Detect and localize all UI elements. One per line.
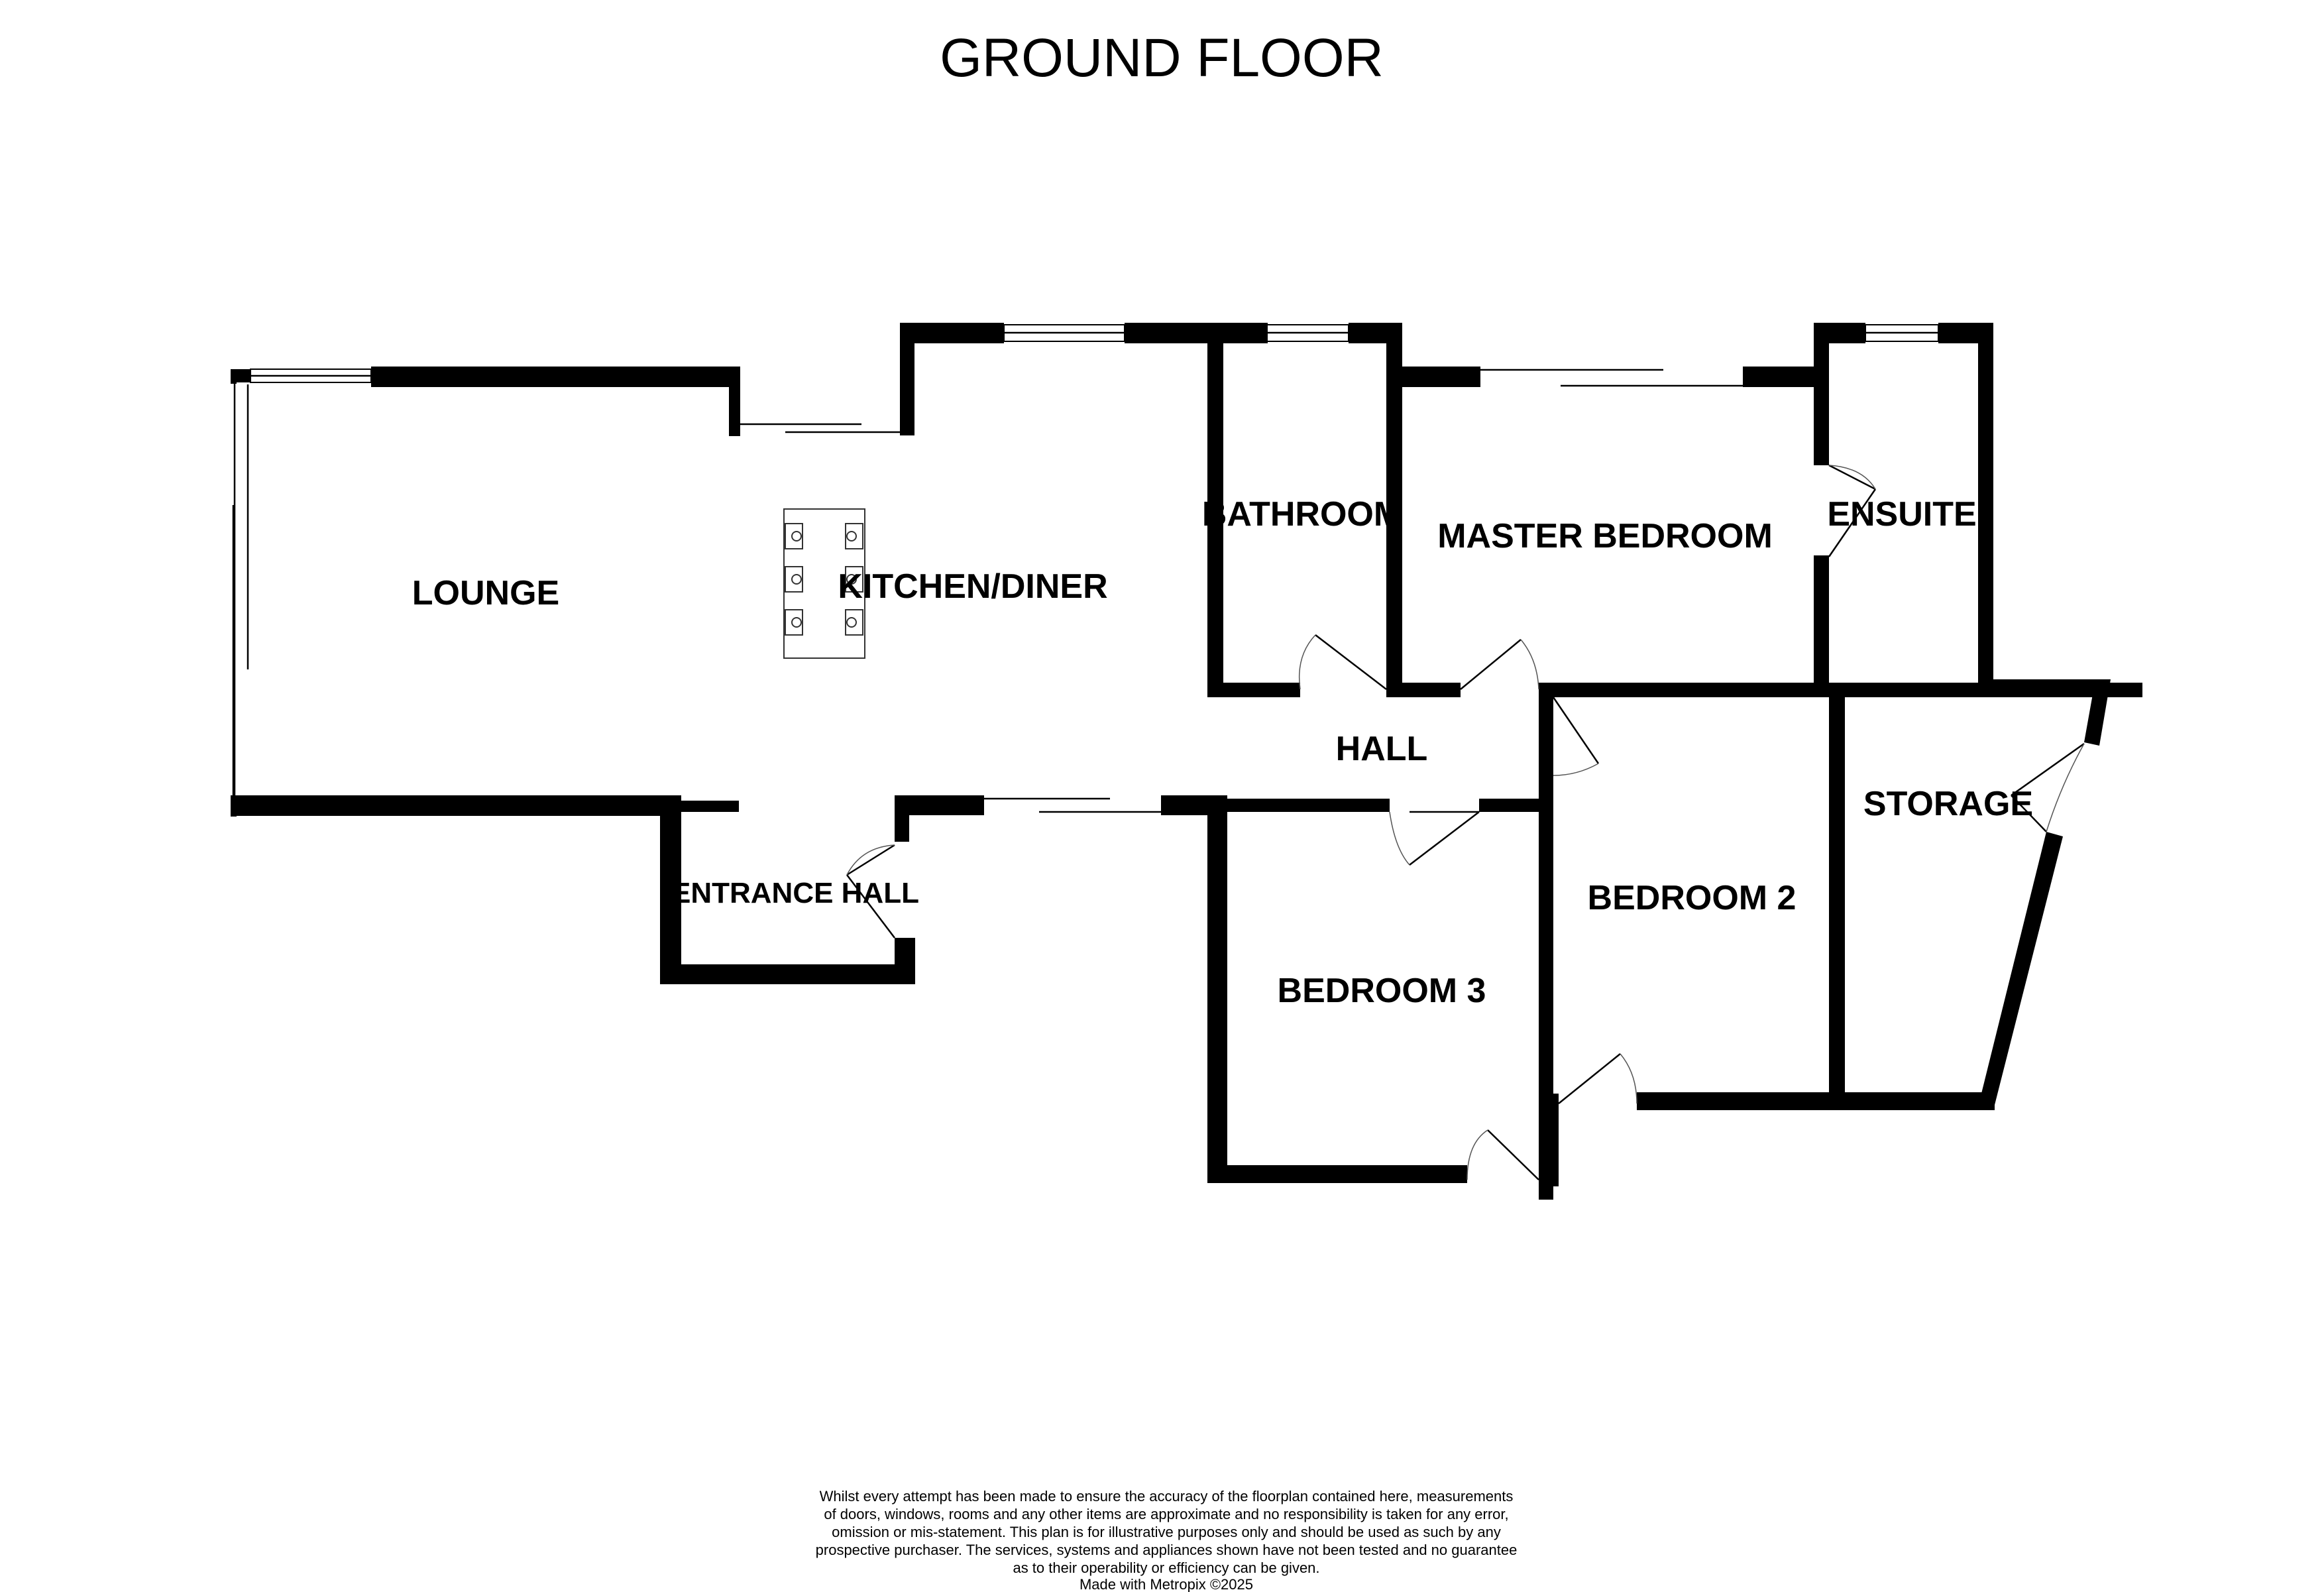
wall-segment bbox=[1743, 367, 1818, 387]
wall-segment bbox=[1207, 799, 1390, 812]
door bbox=[2011, 742, 2085, 797]
disclaimer-line: Whilst every attempt has been made to en… bbox=[820, 1488, 1514, 1505]
wall-segment bbox=[1479, 799, 1542, 812]
wall-segment bbox=[1207, 323, 1223, 694]
wall-segment bbox=[900, 323, 914, 435]
walls bbox=[231, 323, 2142, 1200]
room-label-ensuite: ENSUITE bbox=[1827, 495, 1976, 534]
wall-segment bbox=[231, 795, 665, 816]
wall-segment bbox=[660, 964, 915, 984]
wall-segment bbox=[1539, 1094, 1559, 1186]
room-label-bedroom-3: BEDROOM 3 bbox=[1278, 972, 1486, 1010]
disclaimer-line: omission or mis-statement. This plan is … bbox=[832, 1524, 1501, 1540]
door bbox=[1460, 639, 1522, 690]
wall-segment bbox=[1814, 555, 1829, 697]
dining-table bbox=[783, 508, 865, 659]
wall-segment bbox=[895, 938, 915, 984]
dining-chair bbox=[785, 523, 863, 636]
room-label-entrance-hall: ENTRANCE HALL bbox=[671, 877, 919, 909]
door bbox=[1552, 697, 1600, 764]
room-label-kitchen-diner: KITCHEN/DINER bbox=[838, 567, 1107, 606]
room-label-bathroom: BATHROOM bbox=[1202, 495, 1402, 534]
wall-segment bbox=[1539, 683, 1553, 775]
disclaimer-line: as to their operability or efficiency ca… bbox=[1013, 1560, 1319, 1576]
door bbox=[1487, 1129, 1539, 1180]
wall-segment bbox=[1207, 683, 1300, 697]
disclaimer-line: of doors, windows, rooms and any other i… bbox=[824, 1506, 1508, 1522]
door bbox=[1315, 634, 1387, 690]
room-label-master-bedroom: MASTER BEDROOM bbox=[1437, 517, 1773, 555]
wall-segment bbox=[900, 323, 1004, 343]
room-label-bedroom-2: BEDROOM 2 bbox=[1588, 879, 1797, 917]
room-label-hall: HALL bbox=[1336, 730, 1428, 768]
door bbox=[1828, 464, 1876, 490]
room-labels: LOUNGE KITCHEN/DINER BATHROOM MASTER BED… bbox=[412, 495, 2033, 1010]
room-label-lounge: LOUNGE bbox=[412, 574, 559, 612]
wall-segment bbox=[371, 367, 740, 387]
wall-segment bbox=[1386, 367, 1480, 387]
wall-segment bbox=[1207, 799, 1227, 1183]
disclaimer-line: prospective purchaser. The services, sys… bbox=[816, 1542, 1518, 1558]
wall-segment bbox=[2084, 679, 2111, 746]
disclaimer: Whilst every attempt has been made to en… bbox=[816, 1488, 1518, 1592]
wall-segment bbox=[729, 367, 740, 436]
wall-segment bbox=[1814, 323, 1865, 343]
wall-segment bbox=[1207, 1165, 1467, 1183]
wall-segment bbox=[231, 369, 237, 384]
page-title: GROUND FLOOR bbox=[940, 28, 1384, 88]
door bbox=[1558, 1053, 1621, 1104]
wall-segment bbox=[1978, 323, 1993, 697]
wall-segment bbox=[660, 795, 681, 984]
door bbox=[1409, 811, 1480, 866]
room-label-storage: STORAGE bbox=[1863, 785, 2033, 823]
disclaimer-credit: Made with Metropix ©2025 bbox=[1079, 1576, 1253, 1592]
wall-segment bbox=[1978, 832, 2063, 1110]
door bbox=[846, 844, 895, 876]
wall-segment bbox=[895, 795, 909, 842]
wall-segment bbox=[1829, 683, 1845, 1107]
windows bbox=[232, 324, 1939, 795]
swing-doors bbox=[846, 464, 2085, 1180]
wall-segment bbox=[663, 801, 739, 812]
wall-segment bbox=[1814, 323, 1829, 465]
wall-segment bbox=[895, 795, 984, 815]
wall-segment bbox=[1386, 683, 1461, 697]
sliding-doors bbox=[740, 369, 1743, 813]
wall-segment bbox=[1637, 1092, 1995, 1110]
